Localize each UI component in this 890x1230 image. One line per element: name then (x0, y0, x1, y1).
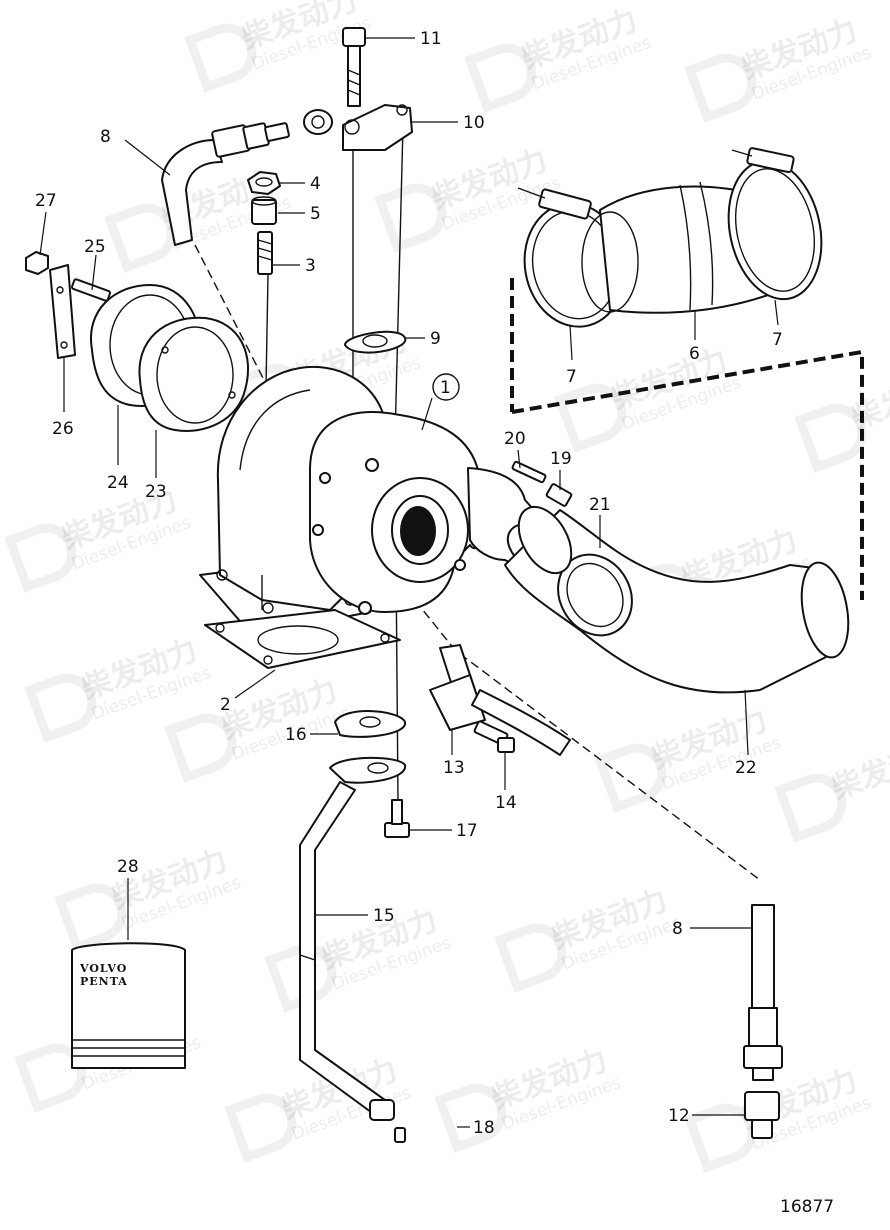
callout-8-bottom: 8 (672, 919, 683, 939)
watermark-tile: 柴发动力 Diesel-Engines (264, 903, 454, 1013)
callout-15: 15 (373, 906, 395, 926)
package-brand-line2: PENTA (80, 975, 128, 988)
watermark-tile: 柴发动力 Diesel-Engines (684, 1063, 874, 1173)
package-brand-line1: VOLVO (79, 962, 127, 975)
callout-4: 4 (310, 174, 321, 194)
drawing-number: 16877 (780, 1197, 834, 1217)
oil-return (299, 710, 410, 1143)
assembly-guides (169, 124, 864, 881)
leader-lines (39, 37, 779, 1128)
watermark-tile: 柴发动力 Diesel-Engines (494, 883, 684, 993)
watermark-cn: 柴发动力 (847, 363, 890, 437)
callout-23: 23 (145, 482, 167, 502)
volvo-penta-package: VOLVO PENTA (71, 942, 186, 1069)
callout-27: 27 (35, 191, 57, 211)
callout-26: 26 (52, 419, 74, 439)
callout-20: 20 (504, 429, 526, 449)
callout-7-left: 7 (566, 367, 577, 387)
callout-24: 24 (107, 473, 129, 493)
callout-16: 16 (285, 725, 307, 745)
callout-2: 2 (220, 695, 231, 715)
oil-hose-8-bottom (743, 904, 783, 1139)
flange-gaskets (25, 251, 250, 432)
callout-28: 28 (117, 857, 139, 877)
watermark-tile: 柴发动力 (794, 363, 890, 473)
oil-hose-8-top (161, 122, 290, 246)
callout-circle-1 (432, 373, 460, 401)
callout-22: 22 (735, 758, 757, 778)
callout-8-top: 8 (100, 127, 111, 147)
callout-9: 9 (430, 329, 441, 349)
turbocharger-assembly (199, 365, 566, 636)
callout-17: 17 (456, 821, 478, 841)
callout-11: 11 (420, 29, 442, 49)
watermark-tile: 柴发动力 Diesel-Engines (554, 343, 744, 453)
oil-hose-13 (429, 644, 571, 756)
callout-6: 6 (689, 344, 700, 364)
watermark-tile: 柴发动力 Diesel-Engines (54, 843, 244, 953)
callout-12: 12 (668, 1106, 690, 1126)
callout-18: 18 (473, 1118, 495, 1138)
watermark-tile: 柴发动力 (774, 733, 890, 843)
callout-7-right: 7 (772, 330, 783, 350)
oil-fittings (247, 27, 413, 275)
watermark-tile: 柴发动力 Diesel-Engines (594, 703, 784, 813)
intake-hose-clamps (517, 147, 823, 328)
callout-5: 5 (310, 204, 321, 224)
watermark-tile: 柴发动力 Diesel-Engines (684, 13, 874, 123)
callout-1: 1 (440, 378, 451, 398)
callout-25: 25 (84, 237, 106, 257)
callout-labels: 1 2 3 4 5 6 7 7 8 8 9 10 11 12 13 14 15 … (35, 29, 834, 1217)
watermark-tile: 柴发动力 Diesel-Engines (464, 3, 654, 113)
callout-14: 14 (495, 793, 517, 813)
watermark-cn: 柴发动力 (827, 733, 890, 807)
callout-10: 10 (463, 113, 485, 133)
callout-3: 3 (305, 256, 316, 276)
intake-pipe (504, 460, 850, 694)
watermark-tile: 柴发动力 Diesel-Engines (434, 1043, 624, 1153)
gasket-2 (204, 609, 401, 669)
callout-13: 13 (443, 758, 465, 778)
callout-21: 21 (589, 495, 611, 515)
callout-19: 19 (550, 449, 572, 469)
